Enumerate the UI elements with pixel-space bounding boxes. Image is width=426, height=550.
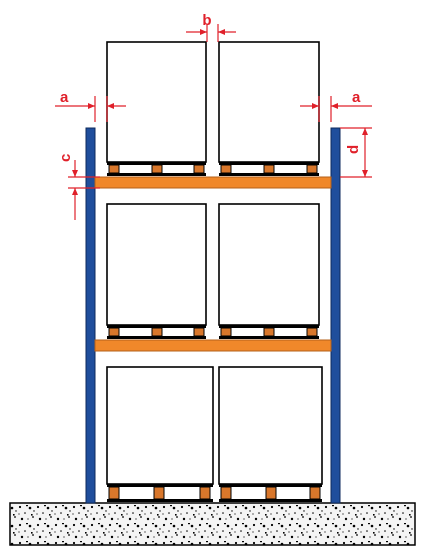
label-a-left: a xyxy=(60,89,69,106)
pallet xyxy=(219,484,322,502)
pallet xyxy=(107,325,206,339)
load-box xyxy=(218,366,323,485)
load-box xyxy=(106,41,207,163)
label-d: d xyxy=(345,145,362,154)
dimension-d xyxy=(340,127,372,178)
level-middle xyxy=(94,203,332,352)
label-b: b xyxy=(202,12,211,29)
label-a-right: a xyxy=(352,89,361,106)
level-top xyxy=(94,41,332,189)
upright-left xyxy=(85,127,96,504)
pallet xyxy=(219,162,319,176)
beam-top xyxy=(94,176,332,189)
upright-right xyxy=(330,127,341,504)
pallet xyxy=(219,325,319,339)
dimension-a-right xyxy=(300,96,372,122)
dimension-b xyxy=(186,24,236,42)
level-bottom xyxy=(106,366,323,502)
dimension-a-left xyxy=(55,96,126,122)
load-box xyxy=(218,203,320,326)
pallet xyxy=(107,484,213,502)
beam-middle xyxy=(94,339,332,352)
load-box xyxy=(106,366,214,485)
floor-slab xyxy=(9,502,416,546)
label-c: c xyxy=(57,154,74,162)
load-box xyxy=(106,203,207,326)
pallet xyxy=(107,162,206,176)
load-box xyxy=(218,41,320,163)
dimension-c xyxy=(68,160,100,220)
